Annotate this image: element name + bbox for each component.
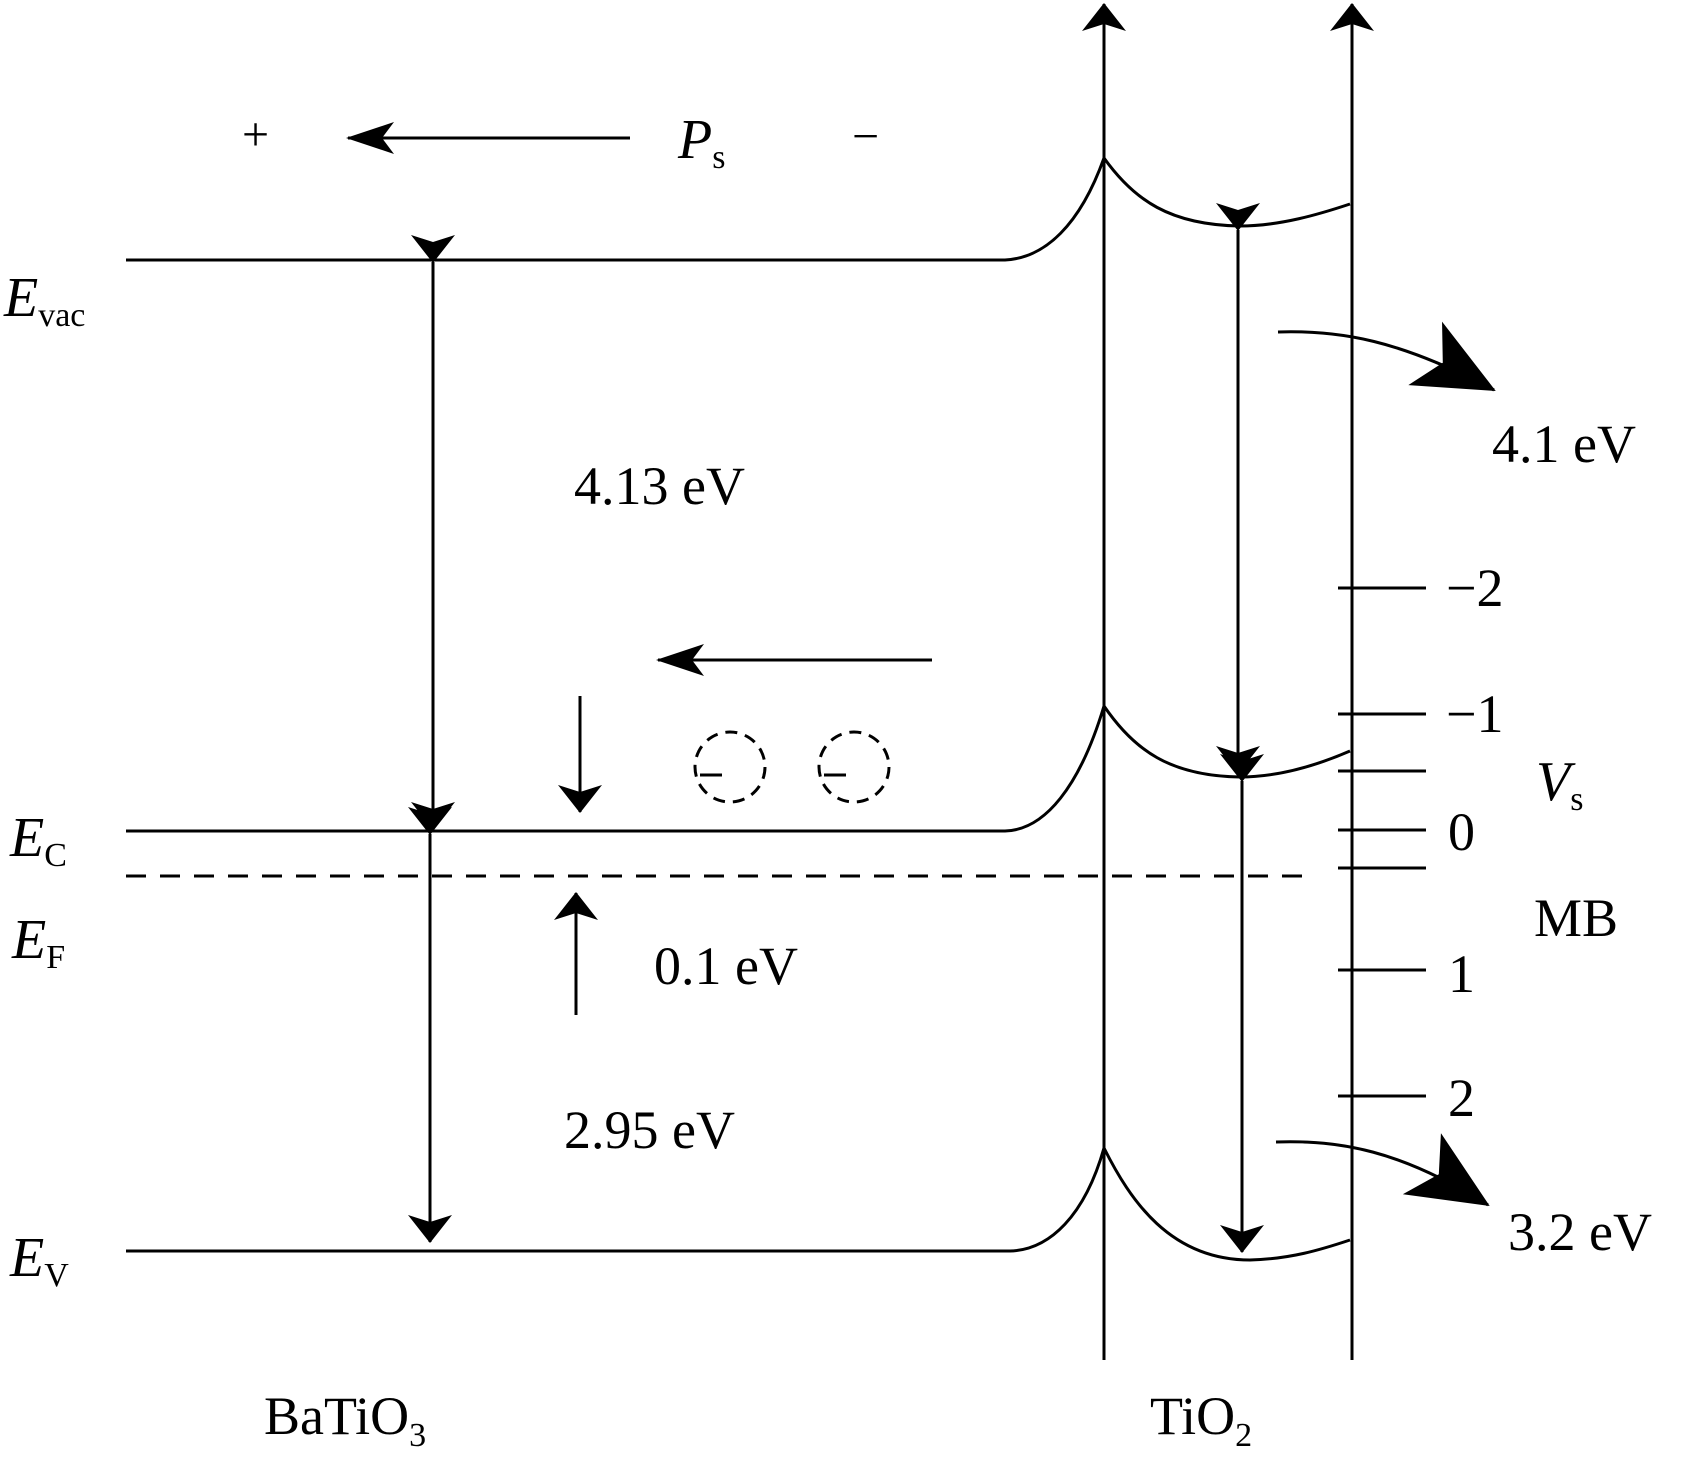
polarization-label: Ps <box>677 109 725 176</box>
material-label-batio3: BaTiO3 <box>264 1386 426 1454</box>
level-label-vac: Evac <box>3 267 85 334</box>
scale-label-0: 0 <box>1448 802 1475 862</box>
tio2-gap-value: 3.2 eV <box>1508 1202 1652 1262</box>
ef-offset-value: 0.1 eV <box>654 936 798 996</box>
scale-label-minus-1: −1 <box>1446 684 1503 744</box>
scale-label-2: 2 <box>1448 1068 1475 1128</box>
electron-2 <box>817 730 891 804</box>
level-label-v: EV <box>9 1227 69 1294</box>
level-label-c: EC <box>9 807 67 874</box>
conduction-band-line <box>126 702 1351 833</box>
tio2-gap-callout-arrow <box>1275 1133 1490 1207</box>
tio2-affinity-callout-arrow <box>1277 321 1496 392</box>
polarization-plus: + <box>242 108 269 161</box>
polarization-minus: − <box>852 110 879 163</box>
tio2-affinity-value: 4.1 eV <box>1492 414 1636 474</box>
electron-affinity-value: 4.13 eV <box>574 456 745 516</box>
scale-label-1: 1 <box>1448 944 1475 1004</box>
level-label-f: EF <box>11 909 65 976</box>
mb-label: MB <box>1534 888 1618 948</box>
scale-label-minus-2: −2 <box>1446 558 1503 618</box>
valence-band-line <box>126 1143 1351 1262</box>
band-gap-value: 2.95 eV <box>564 1100 735 1160</box>
vacuum-level-line <box>126 154 1351 262</box>
vs-label: Vs <box>1536 751 1583 818</box>
material-label-tio2: TiO2 <box>1150 1386 1252 1454</box>
electron-1 <box>693 730 767 804</box>
